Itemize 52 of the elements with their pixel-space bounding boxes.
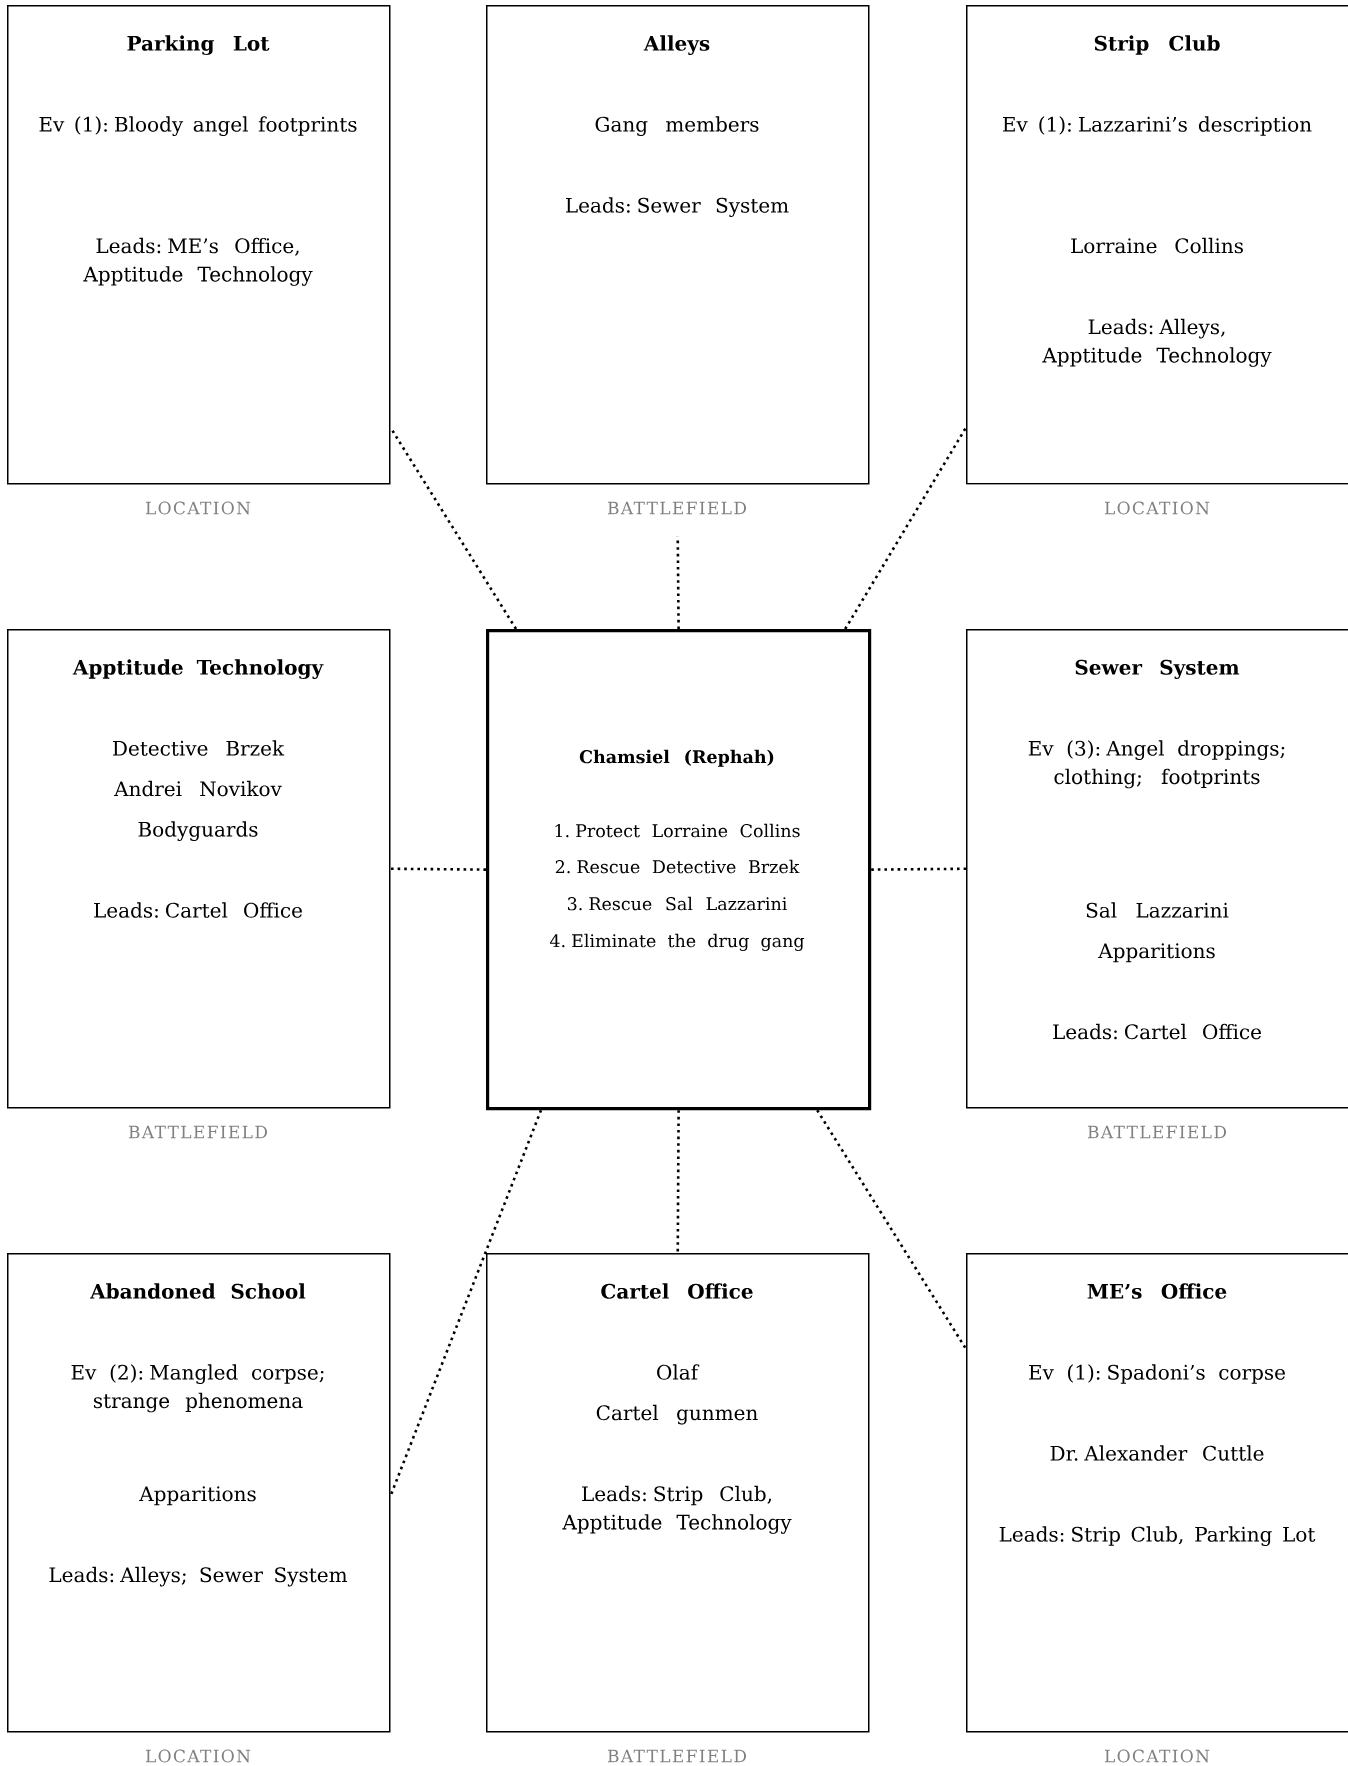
category-label: BATTLEFIELD <box>607 1749 746 1763</box>
dotted-connector <box>390 867 486 871</box>
category-label: BATTLEFIELD <box>1087 1125 1226 1139</box>
card-heading: ME’s Office <box>1087 1283 1227 1299</box>
category-label: LOCATION <box>1104 1749 1210 1763</box>
card-text: Leads: Alleys; Sewer System <box>49 1566 348 1587</box>
dotted-connector <box>844 426 968 630</box>
dotted-connector <box>676 536 680 629</box>
card-text: Leads: Cartel Office <box>1053 1023 1261 1040</box>
category-label: LOCATION <box>1104 501 1210 515</box>
card-text: 3. Rescue Sal Lazzarini <box>567 896 787 911</box>
card-heading: Abandoned School <box>90 1283 306 1299</box>
card-heading: Strip Club <box>1094 35 1220 55</box>
card-text: Lorraine Collins <box>1071 237 1243 254</box>
category-label: BATTLEFIELD <box>128 1125 267 1139</box>
card-text: Gang members <box>595 116 759 136</box>
card-text: Detective Brzek <box>113 740 285 756</box>
dotted-connector <box>816 1109 968 1350</box>
dotted-connector <box>389 1109 543 1497</box>
card-text: Ev (3): Angel droppings; clothing; footprints <box>1028 740 1285 789</box>
dotted-connector <box>871 867 966 871</box>
card-text: Leads: Cartel Office <box>94 902 302 918</box>
card-text: Leads: Alleys, Apptitude Technology <box>1042 318 1272 367</box>
card-text: Cartel gunmen <box>596 1404 758 1425</box>
card-text: Andrei Novikov <box>114 780 282 797</box>
card-text: Ev (1): Lazzarini’s description <box>1003 116 1312 136</box>
card-text: 4. Eliminate the drug gang <box>549 933 805 951</box>
card-heading: Alleys <box>643 35 710 55</box>
category-label: LOCATION <box>145 501 251 515</box>
card-text: Ev (2): Mangled corpse; strange phenomena <box>71 1364 324 1413</box>
card-text: Leads: Sewer System <box>565 197 789 217</box>
dotted-connector <box>676 1110 680 1253</box>
card-text: Ev (1): Spadoni’s corpse <box>1029 1364 1285 1384</box>
card-text: Olaf <box>657 1364 700 1380</box>
card-text: Leads: Strip Club, Apptitude Technology <box>562 1485 792 1534</box>
card-text: Leads: ME’s Office, Apptitude Technology <box>83 237 313 286</box>
card-text: Apparitions <box>139 1486 256 1506</box>
card-text: Apparitions <box>1098 943 1215 963</box>
card-heading: Chamsiel (Rephah) <box>579 749 774 767</box>
card-heading: Parking Lot <box>127 35 270 55</box>
card-text: Bodyguards <box>138 821 258 841</box>
card-text: Ev (1): Bloody angel footprints <box>39 116 357 136</box>
card-text: Dr. Alexander Cuttle <box>1050 1445 1264 1461</box>
category-label: LOCATION <box>145 1749 251 1763</box>
card-heading: Sewer System <box>1075 659 1240 679</box>
card-heading: Apptitude Technology <box>72 659 324 679</box>
card-text: 1. Protect Lorraine Collins <box>555 823 800 838</box>
category-label: BATTLEFIELD <box>607 501 746 515</box>
card-text: Leads: Strip Club, Parking Lot <box>999 1526 1316 1546</box>
card-heading: Cartel Office <box>601 1283 753 1299</box>
card-text: Sal Lazzarini <box>1086 902 1229 918</box>
card-text: 2. Rescue Detective Brzek <box>555 859 800 874</box>
